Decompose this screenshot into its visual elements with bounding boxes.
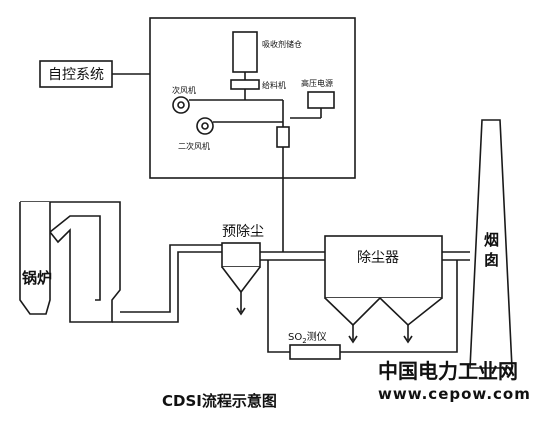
secondary-fan-label: 二次风机 [178, 141, 210, 151]
so2-meter-prefix: SO [288, 332, 302, 343]
chimney-label-2: 囱 [484, 251, 499, 269]
primary-fan-hub [177, 101, 185, 109]
boiler-exit-duct-inner [120, 244, 222, 313]
primary-fan-label: 次风机 [172, 85, 196, 95]
watermark-name: 中国电力工业网 [378, 359, 518, 383]
pre-dust-collector-body [221, 242, 261, 268]
pre-dust-collector-label: 预除尘 [222, 224, 264, 240]
feeder-box [230, 79, 260, 90]
chimney-body [469, 119, 513, 369]
feeder-label: 给料机 [262, 80, 286, 90]
hv-supply-box [307, 91, 335, 109]
dust-collector-body [324, 235, 443, 299]
boiler-label: 锅炉 [22, 269, 52, 287]
dust-discharge-arrow-1 [348, 335, 358, 344]
diagram-title: CDSI流程示意图 [162, 392, 277, 410]
so2-meter-sub: 2 [302, 337, 306, 345]
absorbent-silo-label: 吸收剂储仓 [262, 39, 302, 49]
watermark-url: www.cepow.com [378, 385, 531, 403]
secondary-fan-hub [201, 122, 209, 130]
control-system-box [39, 60, 113, 88]
pre-dust-discharge-arrow [236, 307, 246, 316]
injection-nozzle-box [276, 126, 290, 148]
pre-dust-collector-hopper [221, 266, 261, 294]
so2-meter-box [289, 344, 341, 360]
chimney-label-1: 烟 [484, 231, 499, 249]
dust-collector-label: 除尘器 [357, 250, 399, 266]
so2-meter-suffix: 测仪 [307, 330, 327, 343]
dust-collector-hoppers [324, 296, 443, 327]
control-system-label: 自控系统 [48, 67, 104, 83]
boiler-exit-duct [112, 251, 222, 323]
so2-meter-label: SO2测仪 [288, 330, 327, 345]
dust-discharge-arrow-2 [403, 335, 413, 344]
boiler-furnace [19, 202, 51, 315]
hv-supply-label: 高压电源 [301, 78, 333, 88]
absorbent-silo-box [232, 31, 258, 73]
so2-sample-line-in [267, 260, 290, 353]
primary-fan-icon [172, 96, 190, 114]
secondary-fan-icon [196, 117, 214, 135]
so2-sample-line-out [340, 260, 458, 353]
